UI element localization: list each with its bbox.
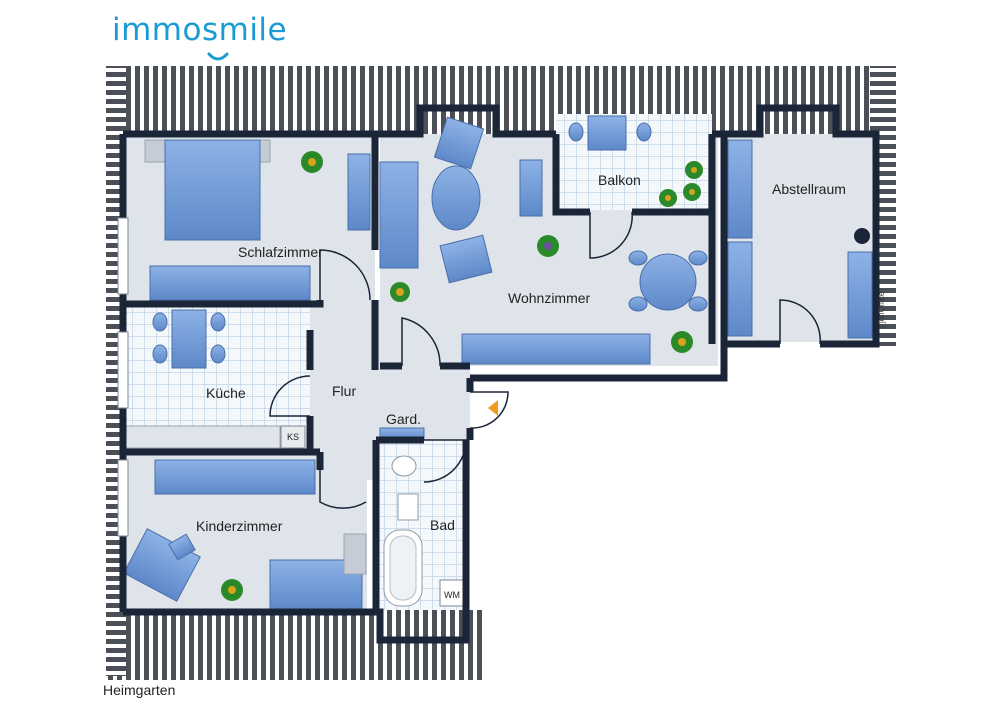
- plant-icon: [301, 151, 323, 173]
- chimney-icon: [854, 228, 870, 244]
- room-label-kueche: Küche: [206, 385, 246, 401]
- plant-icon: [390, 282, 410, 302]
- caption: Heimgarten: [103, 682, 176, 698]
- plant-icon: [659, 189, 677, 207]
- plant-icon: [685, 161, 703, 179]
- fridge-label: KS: [287, 432, 299, 442]
- room-label-flur: Flur: [332, 383, 356, 399]
- plant-icon: [537, 235, 559, 257]
- plant-icon: [671, 331, 693, 353]
- doors: [269, 211, 821, 509]
- plant-icon: [683, 183, 701, 201]
- room-label-schlafzimmer: Schlafzimmer: [238, 244, 323, 260]
- room-label-abstellraum: Abstellraum: [772, 181, 846, 197]
- brand-logo: immosmile: [112, 12, 288, 48]
- room-label-garderobe: Gard.: [386, 411, 421, 427]
- windows: [117, 217, 129, 537]
- room-label-balkon: Balkon: [598, 172, 641, 188]
- room-label-wohnzimmer: Wohnzimmer: [508, 290, 591, 306]
- plant-icon: [221, 579, 243, 601]
- furniture: [123, 115, 873, 611]
- room-label-bad: Bad: [430, 517, 455, 533]
- watermark: [ ]onOffice: [877, 291, 886, 328]
- entrance-arrow-icon: [488, 400, 498, 416]
- washer-label: WM: [444, 590, 460, 600]
- room-label-kinderzimmer: Kinderzimmer: [196, 518, 283, 534]
- plants: [221, 151, 703, 601]
- smile-logo-icon: [207, 52, 229, 61]
